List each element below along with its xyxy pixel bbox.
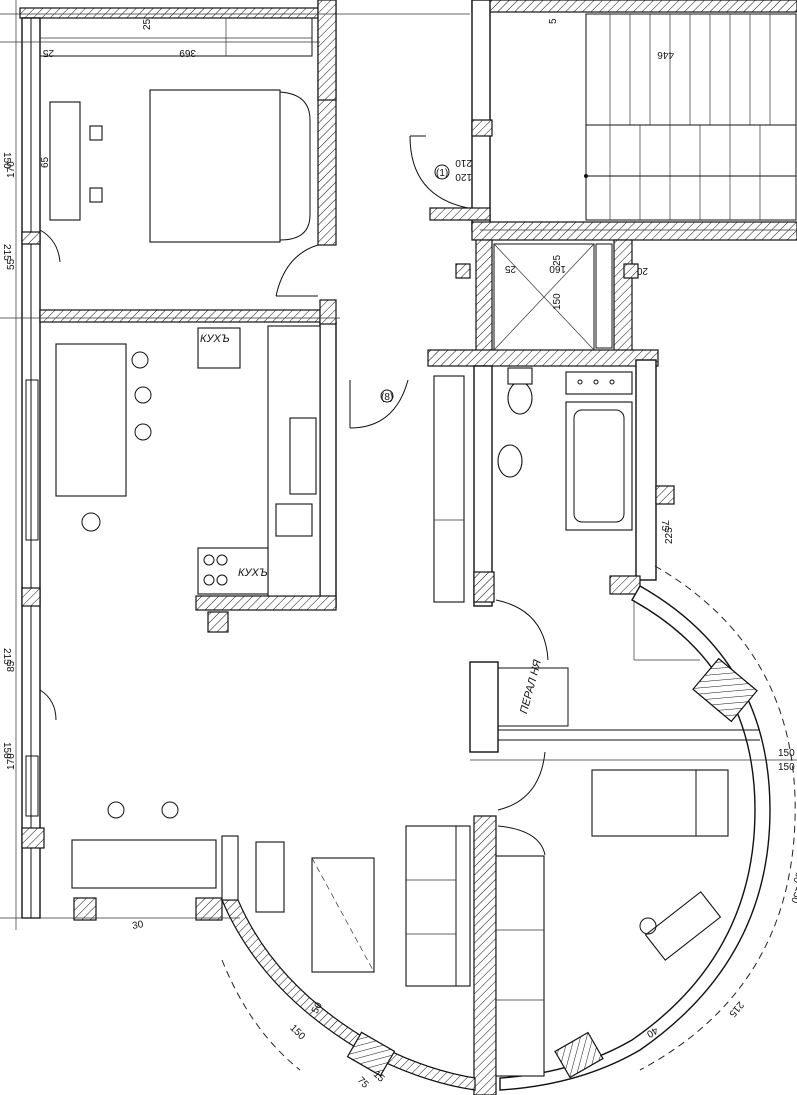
stool-3 <box>134 423 152 441</box>
wall-shower-left <box>475 239 493 361</box>
kitchen: КУХЪ КУХЪ (8) <box>55 325 409 597</box>
burner-2 <box>216 554 228 566</box>
chair-3 <box>639 917 657 935</box>
sofa <box>405 825 471 987</box>
room-label-laundry: ПЕРАЛ НЯ <box>518 658 544 715</box>
door-mark-hall: (8) <box>381 392 393 403</box>
door-mark-entry: (1) <box>436 168 448 179</box>
sideboard <box>71 839 217 889</box>
wall-kitchen-right <box>319 321 337 608</box>
dim-door-120: 120 <box>455 171 472 182</box>
door-swing-bedroom <box>275 244 319 297</box>
bed <box>149 89 281 243</box>
burner-4 <box>216 574 228 586</box>
wall-shower-right <box>613 239 633 361</box>
kitchen-sink <box>289 417 317 495</box>
dim-door-210: 210 <box>455 157 472 168</box>
dim-arc-150c: 150 <box>788 885 797 905</box>
bathroom <box>493 243 633 661</box>
dim-arc-150b: 150 <box>778 762 795 773</box>
walls <box>19 0 797 1095</box>
wall-bedroom-kitchen <box>39 309 321 323</box>
dim-shower-160: 160 <box>549 263 566 274</box>
dimensions: 25 25 369 65 150 170 215 55 210 120 5 44… <box>1 18 797 1091</box>
wall-corridor <box>473 365 493 607</box>
entry-door: (1) <box>409 135 469 209</box>
chair-1 <box>89 125 103 141</box>
burner-3 <box>203 574 215 586</box>
dim-left-85: 85 <box>6 660 17 672</box>
dim-arc-40: 40 <box>644 1024 660 1039</box>
wall-stair-bottom <box>429 207 491 221</box>
bedroom <box>39 17 319 297</box>
bathtub <box>565 401 633 531</box>
dim-shower-25a: 25 <box>552 254 563 266</box>
dim-shower-25b: 25 <box>504 263 516 274</box>
dim-left-55: 55 <box>6 258 17 270</box>
stool-5 <box>107 801 125 819</box>
living-room <box>71 801 471 987</box>
dim-top-wall: 25 <box>142 18 153 30</box>
stool-4 <box>81 512 101 532</box>
dim-left-150: 150 <box>1 152 12 169</box>
dim-left-215: 215 <box>1 244 12 261</box>
door-swing-kitchen <box>349 379 409 429</box>
dim-stair-5: 5 <box>548 18 559 24</box>
dim-left-215-b: 215 <box>1 648 12 665</box>
tv-stand <box>255 841 285 913</box>
wall-top-left <box>19 7 321 19</box>
wardrobe-2 <box>495 855 545 1077</box>
fridge <box>197 327 241 369</box>
dim-bottom-50: 50 <box>310 1000 325 1016</box>
dim-left-170: 170 <box>6 161 17 178</box>
dim-shower-150: 150 <box>552 293 563 310</box>
left-openings <box>25 229 61 817</box>
wall-stair-top <box>471 0 797 13</box>
room-label-kitchen-stove: КУХЪ <box>238 567 268 579</box>
curved-walls <box>221 565 796 1091</box>
washbasin <box>497 444 523 478</box>
stool-2 <box>134 386 152 404</box>
dim-arc-150a: 150 <box>778 748 795 759</box>
dim-bottom-75: 75 <box>355 1075 371 1091</box>
dim-left-170-b: 170 <box>6 753 17 770</box>
stove <box>197 547 269 595</box>
wardrobe <box>39 17 313 57</box>
dishwasher <box>275 503 313 537</box>
dimension-lines <box>0 0 797 930</box>
desk <box>49 101 81 221</box>
door-swing-bathroom <box>495 599 549 661</box>
dim-bottom-30: 30 <box>131 919 144 932</box>
dim-door-75: 75 <box>659 520 670 532</box>
hall-wardrobe <box>433 375 465 603</box>
staircase <box>584 13 797 221</box>
dim-bed-width: 369 <box>179 47 196 58</box>
dim-bottom-150: 150 <box>287 1023 307 1043</box>
dim-stair-446: 446 <box>657 49 674 60</box>
toilet <box>507 381 533 415</box>
wall-bath-right <box>635 359 657 581</box>
dim-right-20: 20 <box>636 265 648 276</box>
chair-2 <box>89 187 103 203</box>
stool-6 <box>161 801 179 819</box>
desk-2 <box>644 891 722 961</box>
wall-stair-left <box>471 0 491 231</box>
dim-top-offset: 25 <box>42 47 54 58</box>
shower-cabin <box>493 243 595 351</box>
dim-arc-160: 160 <box>790 865 797 885</box>
second-bedroom <box>495 600 729 1077</box>
vanity-shelf <box>565 371 633 395</box>
dim-left-150-b: 150 <box>1 742 12 759</box>
wall-living-partition <box>473 815 497 1095</box>
dim-desk: 65 <box>40 156 51 168</box>
wall-laundry <box>469 661 499 753</box>
burner-1 <box>203 554 215 566</box>
stool-1 <box>131 351 149 369</box>
room-label-kitchen-north: КУХЪ <box>200 333 230 345</box>
dim-door-225: 225 <box>664 527 675 544</box>
dining-table <box>55 343 127 497</box>
dim-arc-215: 215 <box>726 999 745 1019</box>
bed-2 <box>591 769 729 837</box>
